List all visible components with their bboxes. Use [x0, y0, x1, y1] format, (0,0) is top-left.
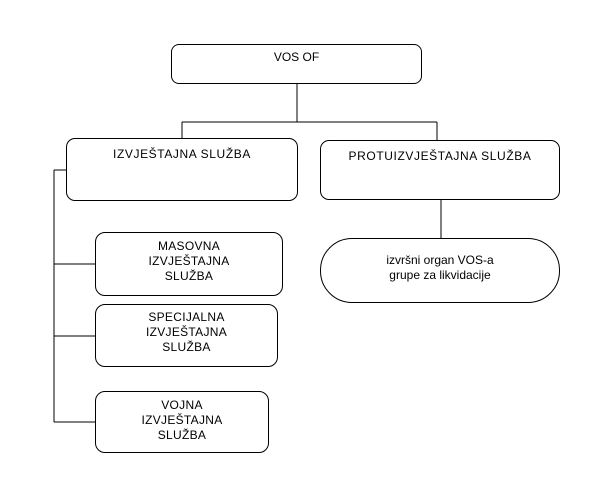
- node-izvrsni-organ: izvršni organ VOS-a grupe za likvidacije: [320, 238, 560, 303]
- node-vojna-izvjestajna-sluzba: VOJNA IZVJEŠTAJNA SLUŽBA: [95, 391, 269, 453]
- node-vos-of: VOS OF: [171, 44, 422, 84]
- node-izvjestajna-sluzba-label: IZVJEŠTAJNA SLUŽBA: [113, 147, 251, 161]
- node-protuizvjestajna-sluzba-label: PROTUIZVJEŠTAJNA SLUŽBA: [348, 149, 532, 163]
- node-masovna-izvjestajna-sluzba: MASOVNA IZVJEŠTAJNA SLUŽBA: [95, 232, 283, 296]
- node-protuizvjestajna-sluzba: PROTUIZVJEŠTAJNA SLUŽBA: [320, 140, 560, 200]
- node-specijalna-label: SPECIJALNA IZVJEŠTAJNA SLUŽBA: [145, 310, 228, 354]
- node-specijalna-izvjestajna-sluzba: SPECIJALNA IZVJEŠTAJNA SLUŽBA: [95, 304, 278, 367]
- node-izvjestajna-sluzba: IZVJEŠTAJNA SLUŽBA: [66, 138, 298, 201]
- node-izvrsni-organ-label: izvršni organ VOS-a grupe za likvidacije: [386, 253, 494, 282]
- node-masovna-label: MASOVNA IZVJEŠTAJNA SLUŽBA: [148, 239, 230, 283]
- node-vos-of-label: VOS OF: [273, 50, 320, 64]
- node-vojna-label: VOJNA IZVJEŠTAJNA SLUŽBA: [141, 398, 223, 442]
